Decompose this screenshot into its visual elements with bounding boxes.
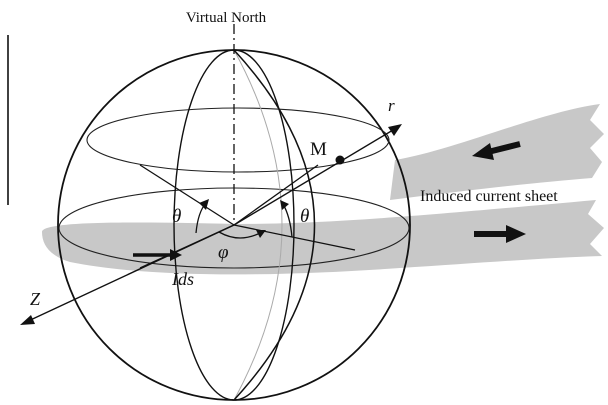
current-sheet-lower — [42, 200, 604, 275]
r-axis — [233, 126, 399, 226]
sheet-upper-arrow-shaft — [487, 141, 521, 155]
latitude-ellipse — [86, 107, 390, 173]
z-axis — [23, 224, 235, 324]
sheet-label: Induced current sheet — [420, 188, 558, 205]
radial-line-left-up — [139, 164, 235, 226]
theta-left-label: θ — [172, 206, 181, 227]
north-label: Virtual North — [186, 10, 267, 26]
r-label: r — [388, 96, 395, 115]
theta-right-label: θ — [300, 206, 309, 227]
r-axis-arrowhead — [388, 124, 402, 136]
radial-line-right-eq — [233, 224, 356, 251]
ids-label: Ids — [171, 269, 194, 289]
m-label: M — [310, 139, 327, 160]
right-meridian — [233, 49, 316, 401]
ids-arrowhead — [170, 249, 182, 261]
theta-arc-right-arrowhead — [280, 200, 289, 210]
theta-arc-left-arrowhead — [199, 199, 209, 210]
z-label: Z — [30, 289, 41, 309]
radial-line-right-up — [233, 164, 319, 226]
point-m — [335, 155, 345, 165]
sheet-lower-arrowhead — [506, 225, 526, 243]
sheet-upper-arrowhead — [472, 143, 494, 160]
phi-label: φ — [218, 242, 229, 263]
phi-arc-arrowhead — [256, 230, 266, 238]
back-meridian — [233, 49, 283, 401]
z-axis-arrowhead — [20, 315, 35, 325]
